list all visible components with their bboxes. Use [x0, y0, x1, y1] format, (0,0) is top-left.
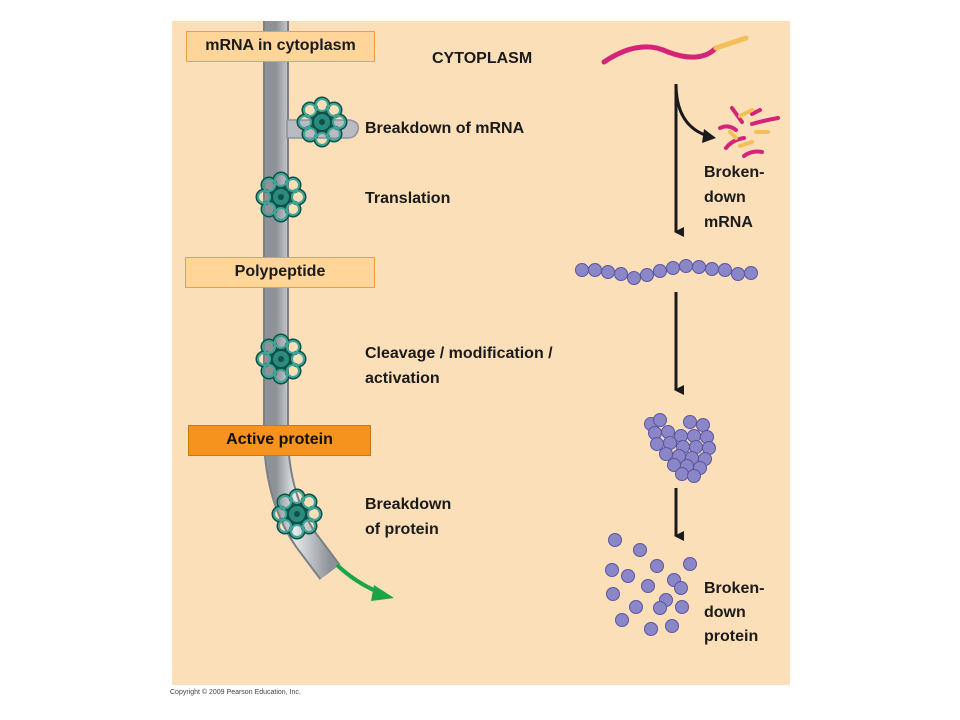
- mrna-in-cytoplasm-box: mRNA in cytoplasm: [186, 31, 375, 62]
- active-protein-label: Active protein: [226, 431, 333, 448]
- bead-chain-icon: [575, 259, 758, 285]
- polypeptide-label: Polypeptide: [234, 263, 326, 280]
- mrna-strand-icon: [601, 35, 749, 65]
- active-protein-cluster-icon: [644, 413, 716, 483]
- branch-arrowhead: [702, 129, 716, 143]
- broken-protein-label-line2: down: [704, 604, 746, 621]
- breakdown-of-mrna-label: Breakdown of mRNA: [365, 120, 525, 137]
- active-protein-box: Active protein: [188, 425, 371, 456]
- breakdown-protein-label-line1: Breakdown: [365, 496, 452, 513]
- green-arrow-icon: [335, 563, 394, 601]
- broken-protein-label-line3: protein: [704, 628, 759, 645]
- breakdown-protein-label-line2: of protein: [365, 521, 439, 538]
- copyright-notice: Copyright © 2009 Pearson Education, Inc.: [170, 689, 301, 696]
- broken-protein-label-line1: Broken-: [704, 580, 765, 597]
- cleavage-label-line1: Cleavage / modification /: [365, 345, 553, 362]
- cleavage-label-line2: activation: [365, 370, 440, 387]
- broken-mrna-label-line2: down: [704, 189, 746, 206]
- process-arrows: [674, 83, 709, 541]
- broken-mrna-label-line3: mRNA: [704, 214, 753, 231]
- cytoplasm-label: CYTOPLASM: [432, 50, 533, 67]
- mrna-fragments-icon: [718, 106, 780, 158]
- translation-label: Translation: [365, 190, 451, 207]
- polypeptide-box: Polypeptide: [185, 257, 375, 288]
- scattered-beads-icon: [605, 533, 697, 636]
- broken-mrna-label-line1: Broken-: [704, 164, 765, 181]
- mrna-in-cytoplasm-label: mRNA in cytoplasm: [205, 37, 356, 54]
